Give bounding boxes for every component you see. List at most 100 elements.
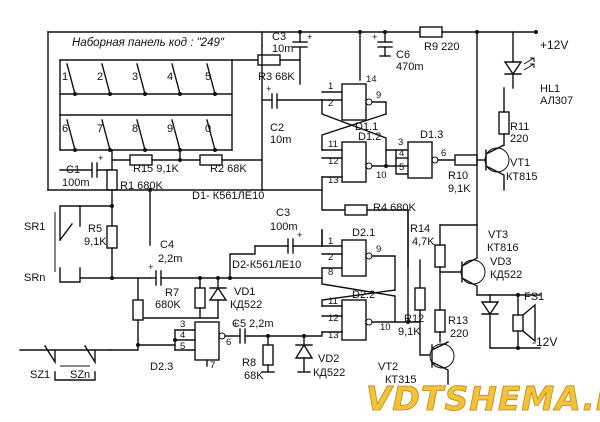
c3-top-value: 10m [272, 43, 293, 55]
c1-capacitor: + C1 100m [59, 153, 113, 189]
c3-bottom-name: C3 [276, 207, 290, 219]
vt2-transistor: VT2 КТ315 [378, 341, 455, 386]
r9-resistor: R9 220 [419, 26, 536, 53]
c5-label: C5 2,2m [232, 318, 274, 330]
svg-text:6: 6 [226, 337, 231, 348]
gate-d2-3-label: D2.3 [150, 361, 173, 373]
svg-text:6: 6 [441, 148, 446, 159]
svg-text:+: + [148, 262, 154, 273]
r10-value: 9,1K [448, 183, 471, 195]
key-switch-8[interactable] [136, 119, 147, 152]
r11-name: R11 [510, 121, 529, 133]
r8-value: 68K [244, 370, 264, 382]
r12-name: R12 [404, 313, 424, 325]
svg-text:3: 3 [180, 319, 185, 330]
gate-d1-2: 11 12 13 10 D1.2 [321, 131, 397, 186]
watermark-logo: VDTSHEMA.RU [366, 379, 600, 418]
r3-label: R3 68K [258, 71, 295, 83]
key-switch-0[interactable] [206, 119, 217, 152]
r11-value: 220 [510, 133, 528, 145]
r9-label: R9 220 [424, 41, 459, 53]
gate-d2-1: 1 2 8 9 D2.1 [321, 227, 396, 291]
c3-top-name: C3 [272, 31, 286, 43]
key-switch-5[interactable] [206, 63, 217, 96]
d1-pin14: 14 [366, 74, 377, 85]
sr1-label: SR1 [24, 221, 45, 233]
fs1-label: FS1 [524, 291, 544, 303]
svg-text:+: + [266, 84, 272, 95]
r12-value: 9,1K [398, 326, 421, 338]
r2-resistor: R2 68K [178, 149, 263, 175]
svg-text:10: 10 [380, 322, 391, 333]
svg-text:11: 11 [328, 296, 338, 307]
c6-name: C6 [396, 49, 410, 61]
svg-text:+: + [297, 230, 303, 241]
r5-resistor: R5 9,1K [84, 205, 118, 279]
c4-capacitor: + C4 2,2m [148, 239, 231, 286]
r5-value: 9,1K [84, 236, 107, 248]
key-switch-2[interactable] [101, 63, 112, 96]
key-switch-3[interactable] [136, 63, 147, 96]
svg-text:9: 9 [376, 90, 381, 101]
minus-label: -12V [532, 335, 557, 349]
vd2-diode: VD2 КД522 [294, 335, 345, 379]
c2-capacitor: + C2 10m [261, 45, 323, 191]
panel-title: Наборная панель код : "249" [72, 37, 225, 49]
svg-text:1: 1 [328, 236, 333, 247]
ic-d1-label: D1- К561ЛЕ10 [192, 190, 264, 202]
svg-text:13: 13 [328, 330, 339, 341]
r6-resistor [132, 277, 144, 346]
key-label-2: 2 [97, 71, 103, 83]
gate-d1-2-label: D1.2 [358, 131, 381, 143]
key-switch-9[interactable] [171, 119, 182, 152]
svg-text:9: 9 [376, 244, 381, 255]
gate-d2-3: 3 4 5 6 7 D2.3 [150, 319, 241, 373]
key-switch-1[interactable] [66, 63, 77, 96]
key-label-8: 8 [132, 123, 138, 135]
r14-name: R14 [410, 223, 430, 235]
svg-text:3: 3 [398, 137, 403, 148]
svg-text:11: 11 [328, 139, 338, 150]
r4-label: R4 680K [373, 202, 416, 214]
r7-value: 680K [155, 299, 181, 311]
svg-text:5: 5 [399, 162, 404, 173]
r7-name: R7 [165, 287, 179, 299]
sz1-label: SZ1 [30, 369, 50, 381]
vt3-transistor: VT3 КТ816 [439, 31, 518, 296]
hl1-value: АЛ307 [540, 95, 573, 107]
key-switch-6[interactable] [66, 119, 77, 152]
sz-switches: SZ1 SZn [19, 345, 111, 381]
gate-d1-3-label: D1.3 [420, 129, 443, 141]
r13-value: 220 [450, 328, 468, 340]
ic-d2-label: D2-К561ЛЕ10 [232, 259, 301, 271]
d1-cross-a [321, 113, 387, 151]
c1-name: C1 [66, 164, 80, 176]
svg-text:+: + [233, 319, 239, 330]
svg-text:8: 8 [328, 267, 333, 278]
vd1-name: VD1 [234, 286, 255, 298]
vt2-value: КТ315 [385, 374, 416, 386]
key-label-7: 7 [97, 123, 103, 135]
r5-name: R5 [88, 223, 102, 235]
key-switch-7[interactable] [101, 119, 112, 152]
key-label-6: 6 [62, 123, 68, 135]
vd2-name: VD2 [318, 353, 339, 365]
r14-resistor: R14 4,7K [410, 223, 461, 273]
svg-text:+: + [307, 32, 313, 43]
svg-text:5: 5 [180, 341, 185, 352]
svg-text:10: 10 [376, 170, 387, 181]
vt3-value: КТ816 [487, 242, 518, 254]
srn-label: SRn [24, 272, 45, 284]
r7-resistor: R7 680K [155, 277, 206, 319]
key-switch-4[interactable] [171, 63, 182, 96]
sr-switches: SR1 SRn [24, 205, 81, 284]
hl1-led: HL1 АЛ307 [503, 31, 573, 107]
c2-name: C2 [270, 122, 284, 134]
vd2-value: КД522 [313, 367, 345, 379]
gate-d1-1-label: D1.1 [355, 121, 378, 133]
c2-value: 10m [270, 134, 291, 146]
c3-top-capacitor: + C3 10m [272, 31, 313, 61]
szn-label: SZn [70, 369, 90, 381]
svg-text:2: 2 [328, 98, 333, 109]
vt3-name: VT3 [488, 229, 508, 241]
